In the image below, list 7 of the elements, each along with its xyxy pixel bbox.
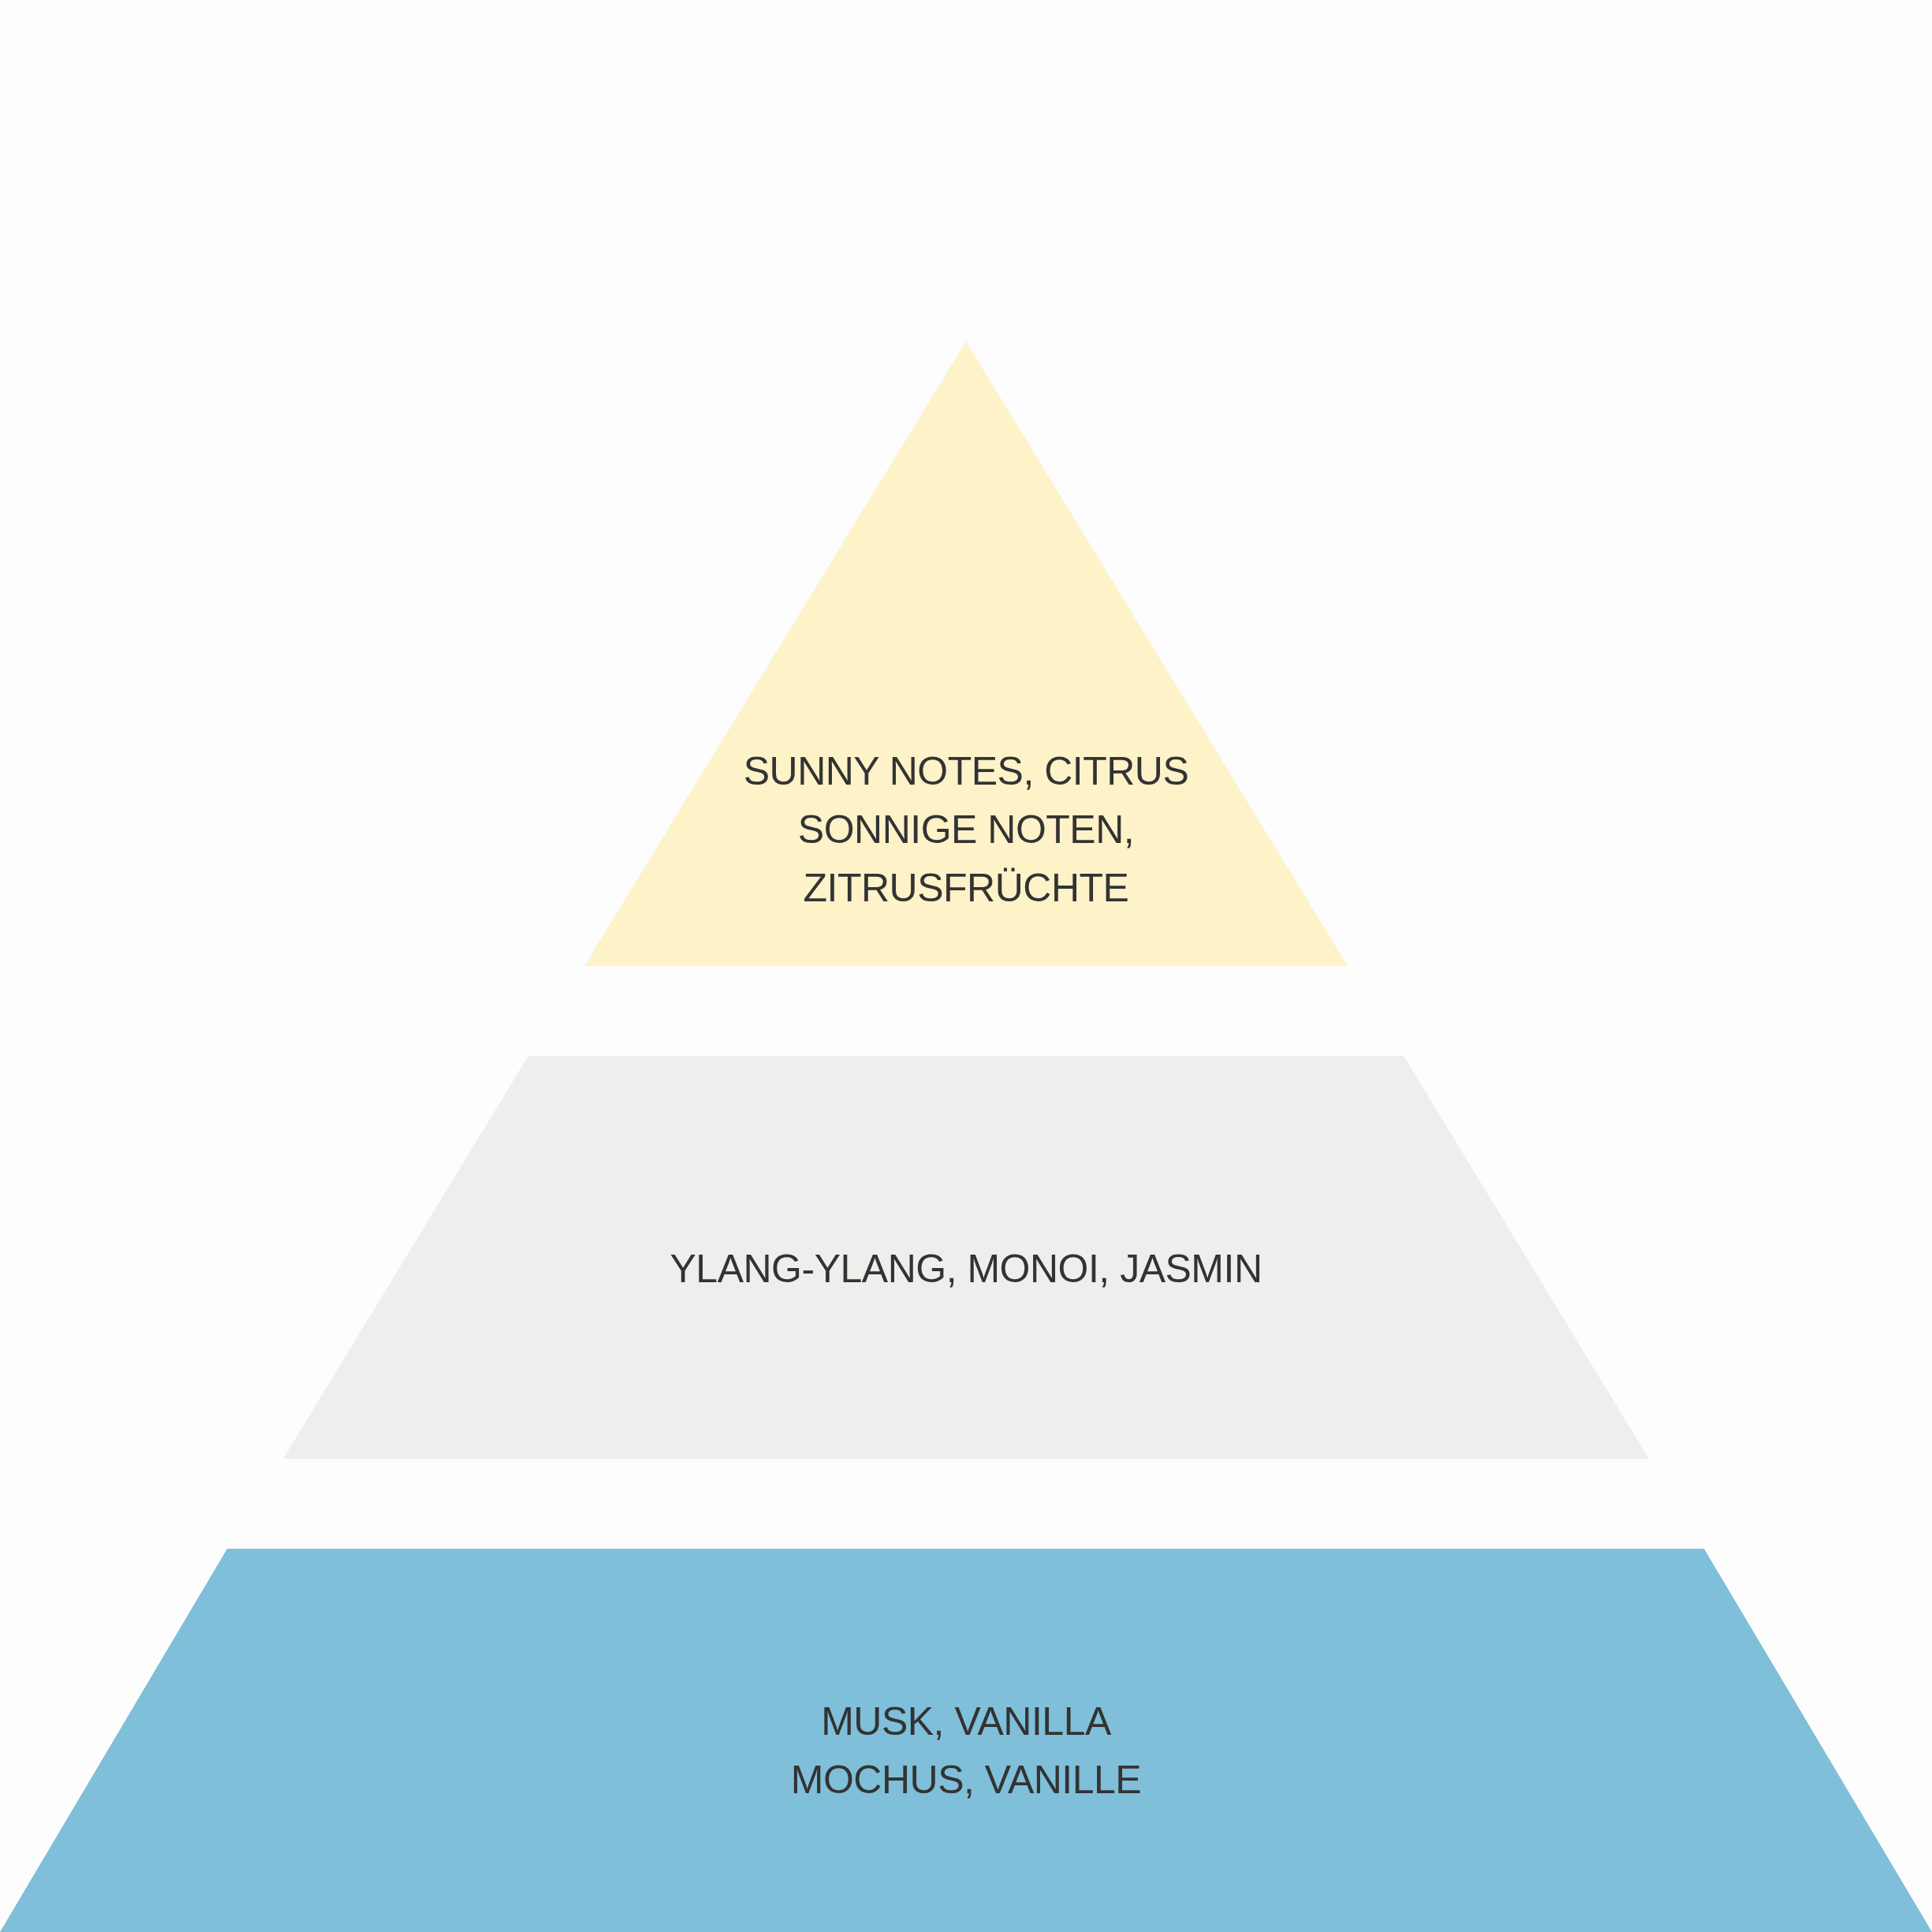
pyramid-base-tier (0, 1549, 1932, 1932)
pyramid-top-tier (584, 341, 1348, 966)
tier-label: SONNIGE NOTEN, ZITRUSFRÜCHTE (796, 807, 1136, 912)
tier-label: MUSK, VANILLA (821, 1699, 1111, 1745)
tier-label: MOCHUS, VANILLE (790, 1757, 1142, 1803)
tier-label: YLANG-YLANG, MONOI, JASMIN (669, 1246, 1263, 1292)
tier-label: SUNNY NOTES, CITRUS (743, 748, 1189, 795)
